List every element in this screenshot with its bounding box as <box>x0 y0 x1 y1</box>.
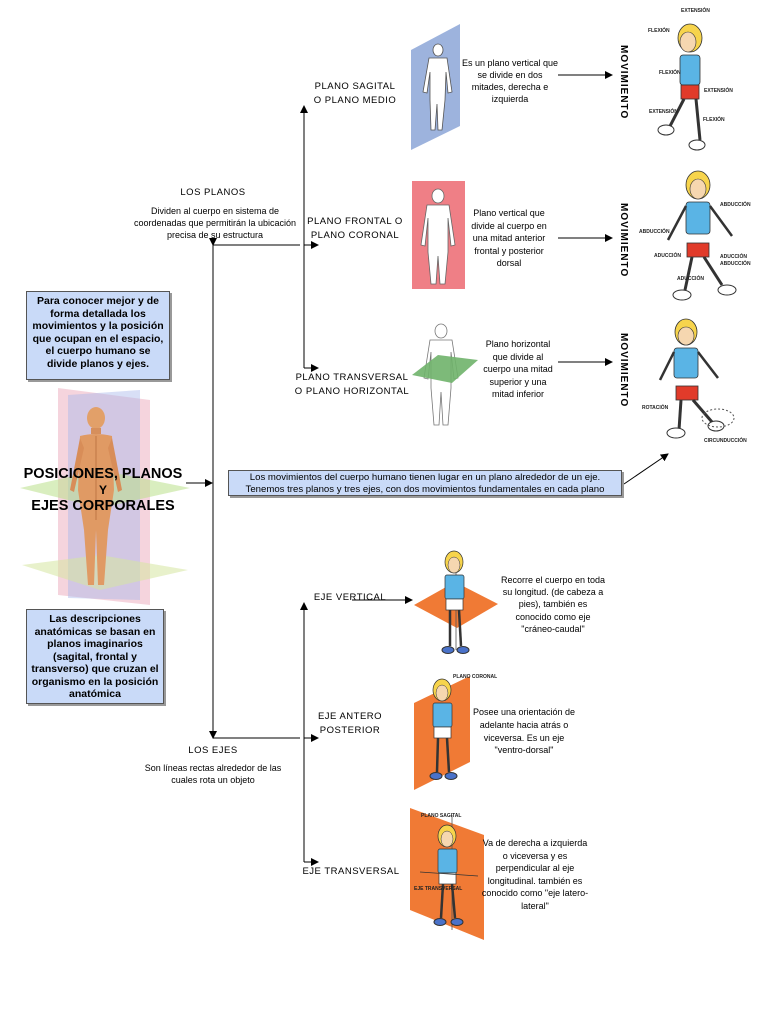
movement-label-2: MOVIMIENTO <box>618 203 629 278</box>
axis-transversal-label: EJE TRANSVERSAL <box>296 865 406 879</box>
axis-anteroposterior-illustration: PLANO CORONAL <box>414 674 497 790</box>
descriptions-text: Las descripciones anatómicas se basan en… <box>31 613 159 700</box>
axis-vertical-illustration <box>414 550 498 654</box>
axis-vertical-description: Recorre el cuerpo en toda su longitud. (… <box>500 575 606 634</box>
fig1-label-2: FLEXIÓN <box>648 26 670 34</box>
movement-figure-rotation-circunduction: ROTACIÓN CIRCUNDUCCIÓN <box>642 318 747 444</box>
planes-description: Dividen al cuerpo en sistema de coordena… <box>133 206 297 240</box>
fig2-label-3: ADUCCIÓN <box>654 251 681 259</box>
axis-vertical-name: EJE VERTICAL <box>313 592 387 603</box>
axes-description: Son líneas rectas alrededor de las cuale… <box>144 763 282 785</box>
axis-transversal-name: EJE TRANSVERSAL <box>302 866 400 877</box>
fig2-label-6: ADUCCIÓN <box>677 274 704 282</box>
fig2-label-1: ABDUCCIÓN <box>720 200 751 208</box>
plane-sagittal-label: PLANO SAGITAL O PLANO MEDIO <box>303 80 407 108</box>
movement-label-1: MOVIMIENTO <box>618 45 629 120</box>
frontal-plane-illustration <box>412 181 465 289</box>
main-title-line3: EJES CORPORALES <box>31 498 175 514</box>
axis-transversal-illustration: PLANO SAGITAL EJE TRANSVERSAL <box>410 808 484 940</box>
descriptions-box: Las descripciones anatómicas se basan en… <box>26 609 164 704</box>
axis-anteroposterior-label: EJE ANTERO POSTERIOR <box>305 710 395 738</box>
axis-transversal-description: Va de derecha a izquierda o viceversa y … <box>481 838 589 911</box>
main-title-line1: POSICIONES, PLANOS <box>23 466 183 482</box>
fig1-label-1: EXTENSIÓN <box>681 6 710 14</box>
plane-frontal-description: Plano vertical que divide al cuerpo en u… <box>471 208 547 268</box>
axis-vertical-label: EJE VERTICAL <box>305 591 395 605</box>
intro-text: Para conocer mejor y de forma detallada … <box>32 295 164 370</box>
axis-fig-label-transversal: EJE TRANSVERSAL <box>414 886 462 892</box>
fig2-label-2: ABDUCCIÓN <box>639 227 670 235</box>
fig2-label-4: ADUCCIÓN <box>720 252 747 260</box>
axis-anteroposterior-description: Posee una orientación de adelante hacia … <box>472 707 576 756</box>
movement-figure-flexion-extension: EXTENSIÓN FLEXIÓN FLEXIÓN EXTENSIÓN EXTE… <box>648 6 733 151</box>
sagittal-plane-illustration <box>411 24 460 150</box>
plane-transversal-description: Plano horizontal que divide al cuerpo un… <box>483 339 553 399</box>
axes-heading: LOS EJES <box>188 745 238 756</box>
planes-heading: LOS PLANOS <box>180 187 246 198</box>
fig1-label-4: EXTENSIÓN <box>704 86 733 94</box>
plane-frontal-name-line2: PLANO CORONAL <box>310 230 400 241</box>
fig1-label-5: EXTENSIÓN <box>649 107 678 115</box>
fig1-label-3: FLEXIÓN <box>659 68 681 76</box>
fig2-label-5: ABDUCCIÓN <box>720 259 751 267</box>
intro-box: Para conocer mejor y de forma detallada … <box>26 291 170 380</box>
plane-frontal-name-line1: PLANO FRONTAL O <box>307 216 403 227</box>
main-title-line2: Y <box>98 483 107 497</box>
fig3-label-1: ROTACIÓN <box>642 403 669 411</box>
axis-anteroposterior-name-line2: POSTERIOR <box>319 725 381 736</box>
axis-fig-label-sagital: PLANO SAGITAL <box>421 813 461 819</box>
plane-transversal-name-line2: O PLANO HORIZONTAL <box>294 386 410 397</box>
axis-fig-label-coronal: PLANO CORONAL <box>453 674 497 680</box>
plane-transversal-name-line1: PLANO TRANSVERSAL <box>295 372 409 383</box>
movement-figure-abduction-adduction: ABDUCCIÓN ABDUCCIÓN ADUCCIÓN ADUCCIÓN AB… <box>639 170 751 301</box>
plane-frontal-label: PLANO FRONTAL O PLANO CORONAL <box>302 215 408 243</box>
info-text: Los movimientos del cuerpo humano tienen… <box>245 472 605 495</box>
fig1-label-6: FLEXIÓN <box>703 115 725 123</box>
axis-anteroposterior-name-line1: EJE ANTERO <box>317 711 383 722</box>
plane-transversal-label: PLANO TRANSVERSAL O PLANO HORIZONTAL <box>290 371 414 399</box>
plane-sagittal-description: Es un plano vertical que se divide en do… <box>461 58 559 104</box>
plane-sagittal-name-line1: PLANO SAGITAL <box>314 81 396 92</box>
main-title: POSICIONES, PLANOS Y EJES CORPORALES <box>14 465 192 515</box>
plane-sagittal-name-line2: O PLANO MEDIO <box>313 95 397 106</box>
fig3-label-2: CIRCUNDUCCIÓN <box>704 436 747 444</box>
anatomy-body-with-planes <box>20 388 190 605</box>
info-box: Los movimientos del cuerpo humano tienen… <box>228 470 622 496</box>
transversal-plane-illustration <box>412 323 478 426</box>
movement-label-3: MOVIMIENTO <box>618 333 629 408</box>
